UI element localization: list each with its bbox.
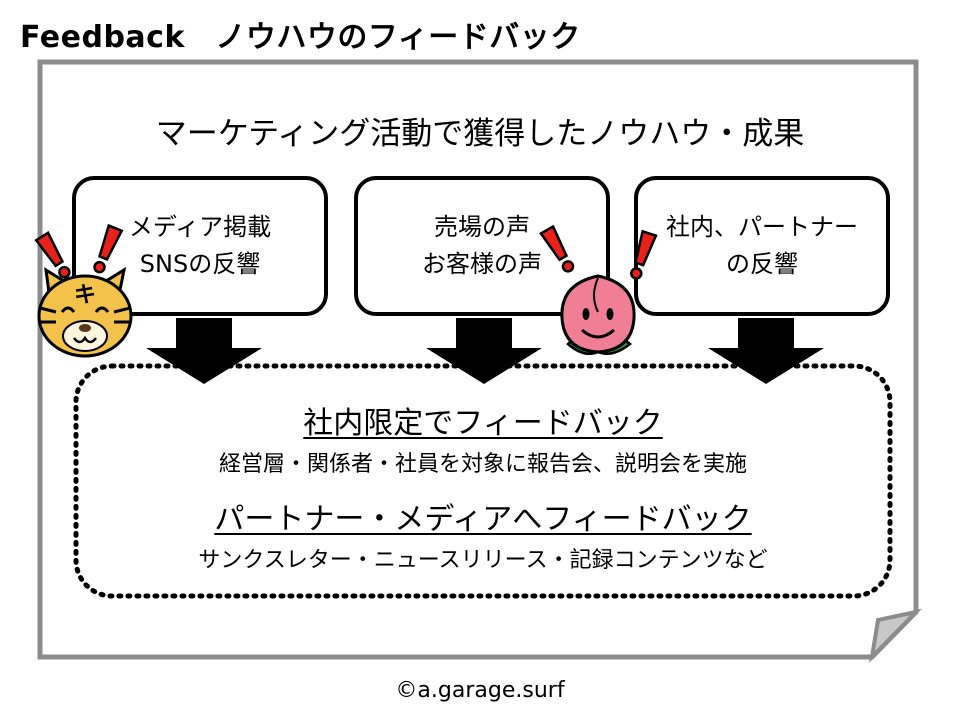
source-box-partner: 社内、パートナー の反響 (634, 176, 890, 316)
peach-character-icon (560, 274, 636, 355)
folded-corner (869, 608, 923, 663)
source-line: お客様の声 (422, 250, 542, 278)
arrow-down-icon (708, 318, 824, 384)
exclamation-icon (34, 231, 71, 279)
source-line: 売場の声 (434, 212, 530, 241)
source-box-store: 売場の声 お客様の声 (354, 176, 610, 316)
feedback-internal: 社内限定でフィードバック 経営層・関係者・社員を対象に報告会、説明会を実施 (76, 398, 890, 478)
arrow-down-icon (426, 318, 542, 384)
source-line: メディア掲載 (128, 212, 272, 241)
copyright-notice: ©a.garage.surf (395, 678, 565, 703)
feedback-description: 経営層・関係者・社員を対象に報告会、説明会を実施 (218, 452, 747, 477)
exclamation-icon (630, 229, 658, 280)
feedback-title: パートナー・メディアへフィードバック (214, 502, 752, 537)
exclamation-icon (93, 223, 124, 274)
feedback-description: サンクスレター・ニュースリリース・記録コンテンツなど (198, 548, 768, 573)
source-line: SNSの反響 (139, 250, 261, 278)
feedback-title: 社内限定でフィードバック (303, 406, 663, 441)
tiger-forehead-mark: キ (74, 283, 96, 308)
page-title: Feedback ノウハウのフィードバック (20, 20, 581, 55)
exclamation-icon (539, 224, 575, 273)
feedback-external: パートナー・メディアへフィードバック サンクスレター・ニュースリリース・記録コン… (76, 494, 890, 574)
tiger-character-icon (37, 266, 133, 358)
source-line: の反響 (726, 250, 798, 278)
arrow-down-icon (146, 318, 262, 384)
source-line: 社内、パートナー (666, 212, 858, 241)
section-heading: マーケティング活動で獲得したノウハウ・成果 (155, 116, 805, 152)
